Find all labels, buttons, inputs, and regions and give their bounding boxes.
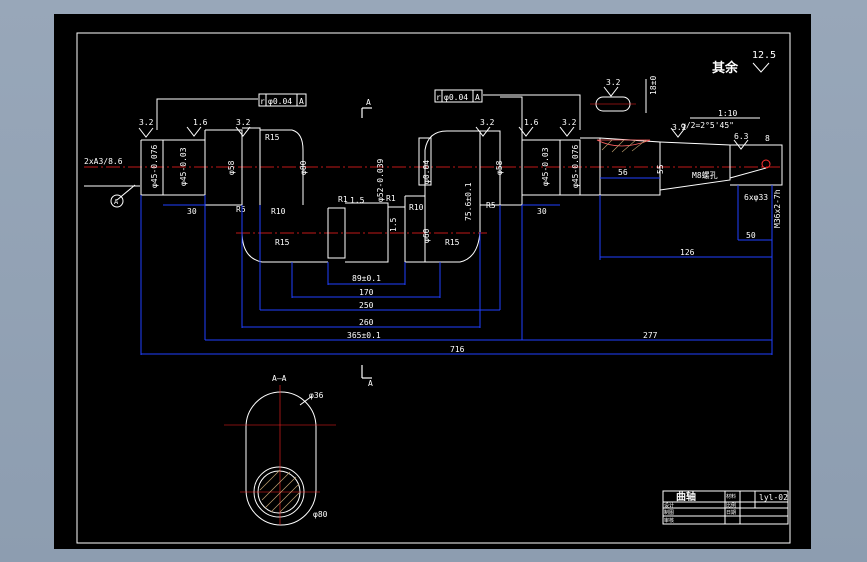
tb-scale: 比例	[726, 502, 736, 509]
dia-d10: φ45-0.03	[541, 147, 550, 186]
roughness-6: 3.2	[562, 118, 577, 127]
roughness-8: 3.2	[606, 78, 621, 87]
inner-frame	[76, 32, 791, 544]
tb-material: 材料	[726, 493, 736, 500]
radius-r1-left: R1	[338, 195, 348, 204]
gdt-right-value: φ0.04	[444, 93, 468, 102]
dia-d11: φ45-0.076	[571, 144, 580, 188]
section-dia-36: φ36	[309, 391, 324, 400]
dia-d2: φ45-0.03	[179, 147, 188, 186]
section-view	[224, 385, 336, 526]
roughness-9: 6.3	[734, 132, 749, 141]
gdt-frame-right	[434, 89, 483, 103]
dim-170: 170	[359, 288, 374, 297]
dim-126: 126	[680, 248, 695, 257]
dia-d8: 75.6±0.1	[464, 182, 473, 221]
section-mark-bottom: A	[368, 379, 373, 388]
radius-r15-c: R15	[445, 238, 460, 247]
datum-label: A	[114, 198, 119, 206]
radius-r10-right: R10	[409, 203, 424, 212]
roughness-1: 3.2	[139, 118, 154, 127]
roughness-5: 1.6	[524, 118, 539, 127]
keyway-dim: 18±0	[649, 76, 658, 95]
roughness-symbols	[138, 62, 770, 150]
keyway-hatch	[601, 139, 647, 153]
dim-89: 89±0.1	[352, 274, 381, 283]
dim-716: 716	[450, 345, 465, 354]
keyway-section	[596, 139, 651, 147]
roughness-4: 3.2	[480, 118, 495, 127]
dim-56: 56	[618, 168, 628, 177]
center-hole-label: 2xA3/8.6	[84, 157, 123, 166]
dim-8: 8	[765, 134, 770, 143]
remaining-roughness-label: 其余	[712, 60, 739, 76]
radius-r15-b: R15	[275, 238, 290, 247]
thread-hole-label: M8螺孔	[692, 170, 718, 180]
roughness-7: 3.2	[672, 123, 687, 132]
remaining-roughness-value: 12.5	[752, 50, 776, 61]
section-hatch	[259, 469, 300, 513]
tb-check: 审核	[664, 517, 674, 524]
dia-d4: φ80	[299, 160, 308, 175]
section-dia-80: φ80	[313, 510, 328, 519]
section-mark-top: A	[366, 98, 371, 107]
tb-date: 日期	[726, 510, 736, 516]
shaft-outline	[140, 96, 783, 263]
dim-30-left: 30	[187, 207, 197, 216]
dim-260: 260	[359, 318, 374, 327]
roughness-2: 1.6	[193, 118, 208, 127]
dia-d3: φ58	[227, 160, 236, 175]
radius-r5-left: R5	[236, 205, 246, 214]
gdt-left-datum: A	[299, 97, 304, 106]
dimension-lines	[140, 177, 773, 355]
chamfer-left: 1.5	[350, 196, 365, 205]
gdt-frame-mid	[418, 137, 432, 186]
keyway-detail	[590, 79, 647, 113]
title-block	[662, 490, 789, 525]
gdt-right-symbol: r	[436, 93, 441, 102]
chamfer-right: 1.5	[389, 217, 398, 232]
dim-277: 277	[643, 331, 658, 340]
dia-d1: φ45-0.076	[150, 144, 159, 188]
section-view-title: A—A	[272, 374, 287, 383]
tb-design: 设计	[664, 502, 674, 509]
radius-r15-a: R15	[265, 133, 280, 142]
gdt-left-symbol: r	[260, 97, 265, 106]
dim-250: 250	[359, 301, 374, 310]
radius-r10-left: R10	[271, 207, 286, 216]
gdt-frame-left	[258, 93, 307, 107]
tb-draw: 制图	[664, 509, 674, 516]
dia-d9: φ58	[495, 160, 504, 175]
gdt-left-value: φ0.04	[268, 97, 292, 106]
end-thread-label: M36x2-7h	[773, 189, 782, 228]
dim-30-right: 30	[537, 207, 547, 216]
datum-circle	[110, 194, 124, 208]
radius-r5-right: R5	[486, 201, 496, 210]
drawing-sheet	[54, 14, 811, 549]
taper-angle: α/2=2°5'45"	[681, 121, 734, 130]
radius-r1-right: R1	[386, 194, 396, 203]
dia-d5: φ52-0.039	[376, 158, 385, 202]
taper-hole-label: 6xφ33	[744, 193, 768, 202]
dim-365: 365±0.1	[347, 331, 381, 340]
drawing-number: lyl-02	[759, 493, 788, 502]
dia-d6: φ60	[422, 228, 431, 243]
roughness-3: 3.2	[236, 118, 251, 127]
part-name: 曲轴	[676, 490, 696, 503]
taper-ratio: 1:10	[718, 109, 737, 118]
gdt-mid-value: φ0.04	[422, 160, 431, 184]
gdt-right-datum: A	[475, 93, 480, 102]
dia-d12: 55	[656, 164, 665, 174]
dim-50: 50	[746, 231, 756, 240]
